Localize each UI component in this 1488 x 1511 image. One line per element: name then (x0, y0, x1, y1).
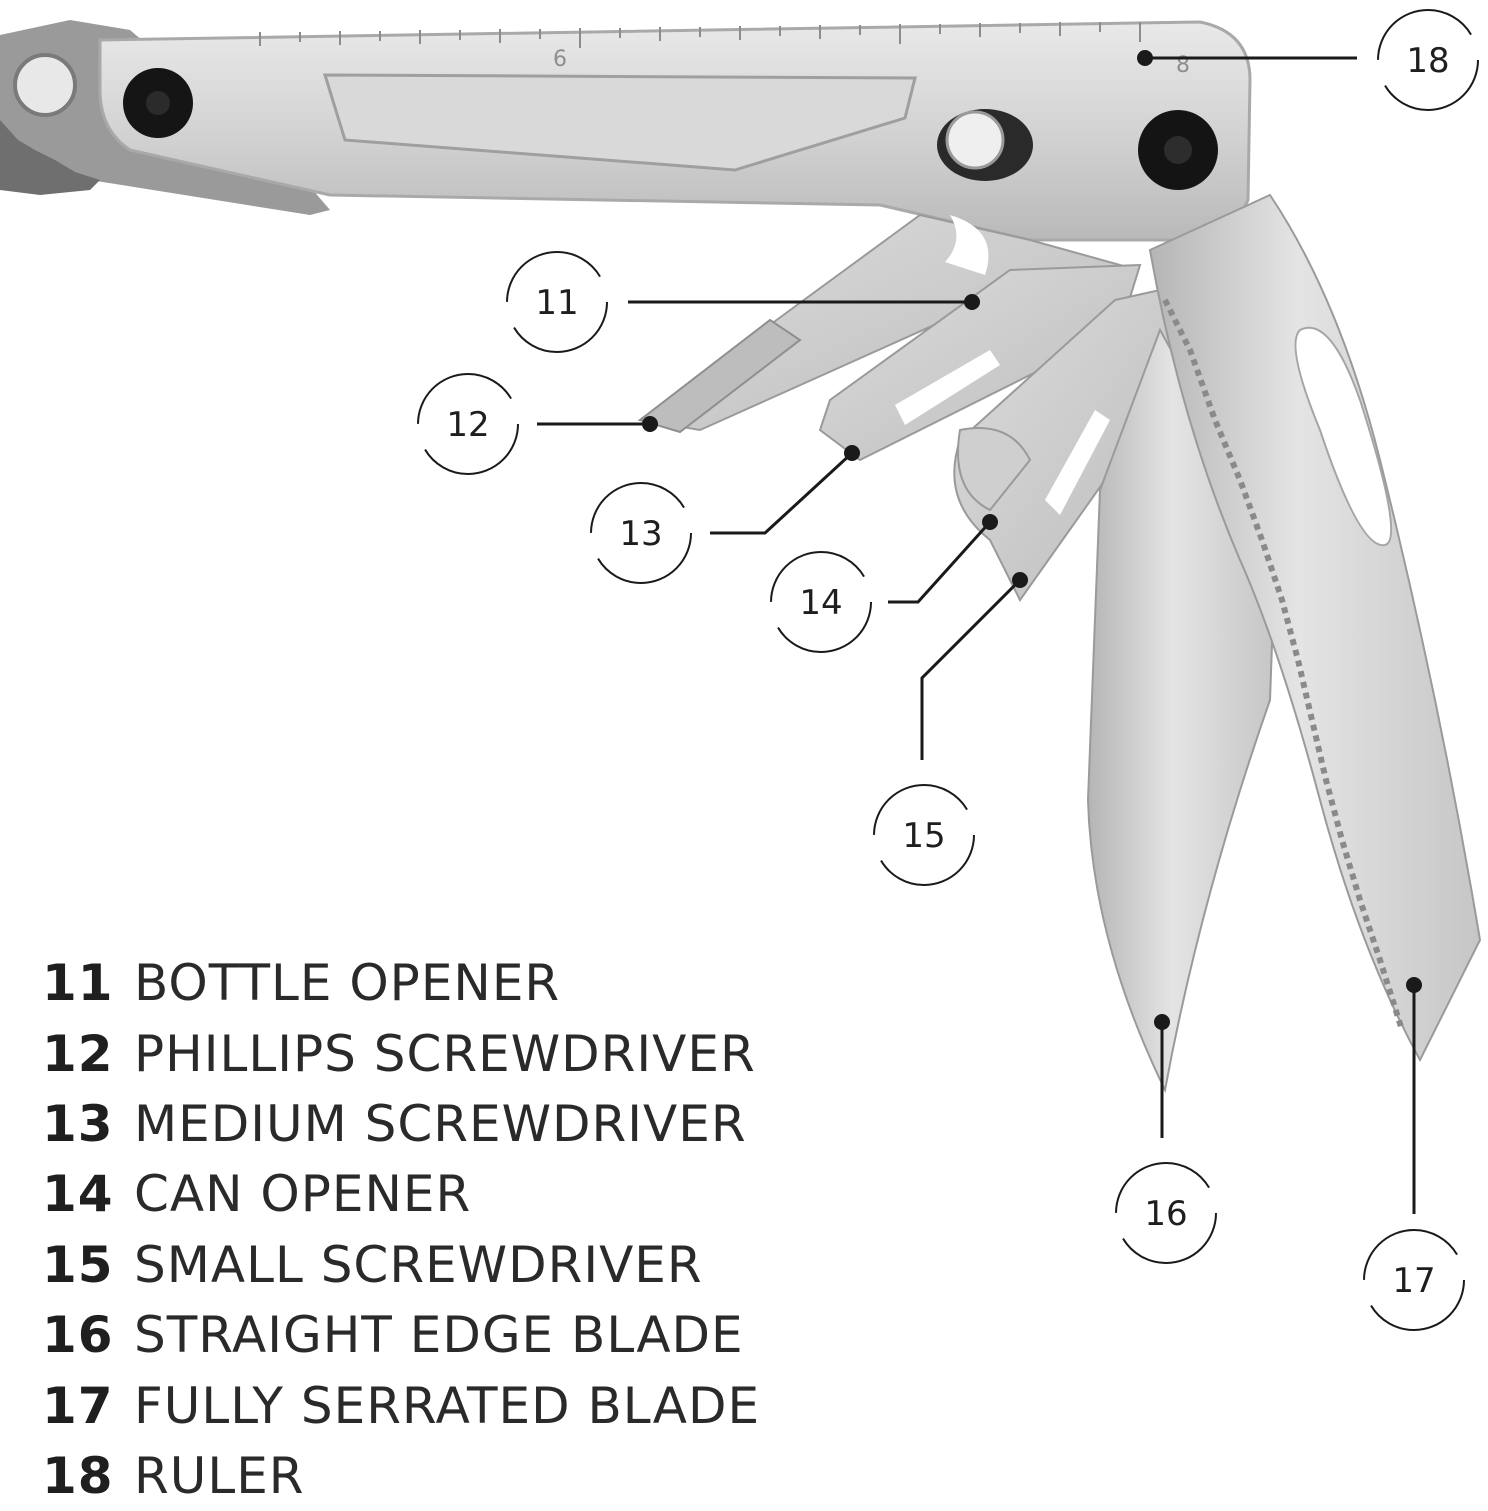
callout-13: 13 (590, 482, 692, 584)
callout-14-label: 14 (799, 583, 842, 623)
callout-12-label: 12 (446, 405, 489, 445)
serrated-blade (1148, 193, 1482, 1063)
legend-label: PHILLIPS SCREWDRIVER (134, 1024, 756, 1083)
legend-item: 16 STRAIGHT EDGE BLADE (42, 1300, 760, 1370)
legend-item: 18 RULER (42, 1441, 760, 1511)
legend-label: FULLY SERRATED BLADE (134, 1376, 761, 1435)
legend-item: 12 PHILLIPS SCREWDRIVER (42, 1018, 760, 1088)
leader-15 (920, 578, 1022, 760)
legend-label: RULER (134, 1446, 305, 1505)
legend-number: 14 (42, 1165, 114, 1224)
can-opener-tool (953, 288, 1177, 602)
callout-16-label: 16 (1144, 1194, 1187, 1234)
legend-number: 18 (42, 1446, 114, 1505)
legend-number: 12 (42, 1024, 114, 1083)
callout-13-label: 13 (619, 514, 662, 554)
callout-14: 14 (770, 551, 872, 653)
legend-item: 14 CAN OPENER (42, 1159, 760, 1229)
callout-18-label: 18 (1406, 41, 1449, 81)
bottle-opener-tool (637, 213, 1124, 434)
ruler-ticks (259, 22, 1141, 48)
leader-dots (642, 50, 1422, 1030)
legend-item: 11 BOTTLE OPENER (42, 948, 760, 1018)
legend-number: 16 (42, 1306, 114, 1365)
legend-label: CAN OPENER (134, 1165, 472, 1224)
legend-label: STRAIGHT EDGE BLADE (134, 1306, 744, 1365)
callout-17: 17 (1363, 1229, 1465, 1331)
legend-number: 13 (42, 1094, 114, 1153)
handle: 6 8 (98, 20, 1252, 242)
legend-number: 11 (42, 954, 114, 1013)
legend-item: 13 MEDIUM SCREWDRIVER (42, 1089, 760, 1159)
tool-legend: 11 BOTTLE OPENER 12 PHILLIPS SCREWDRIVER… (42, 948, 760, 1511)
callout-18: 18 (1377, 9, 1479, 111)
legend-label: BOTTLE OPENER (134, 954, 561, 1013)
legend-number: 17 (42, 1376, 114, 1435)
legend-item: 17 FULLY SERRATED BLADE (42, 1370, 760, 1440)
legend-label: SMALL SCREWDRIVER (134, 1235, 703, 1294)
legend-label: MEDIUM SCREWDRIVER (134, 1094, 747, 1153)
leader-13 (710, 451, 854, 535)
callout-11-label: 11 (535, 283, 578, 323)
ruler-mark-6: 6 (553, 47, 567, 72)
callout-15: 15 (873, 784, 975, 886)
callout-16: 16 (1115, 1162, 1217, 1264)
callout-11: 11 (506, 251, 608, 353)
legend-item: 15 SMALL SCREWDRIVER (42, 1230, 760, 1300)
leader-14 (888, 520, 992, 604)
legend-number: 15 (42, 1235, 114, 1294)
callout-12: 12 (417, 373, 519, 475)
callout-15-label: 15 (902, 816, 945, 856)
callout-17-label: 17 (1392, 1261, 1435, 1301)
leader-lines (537, 56, 1416, 1214)
